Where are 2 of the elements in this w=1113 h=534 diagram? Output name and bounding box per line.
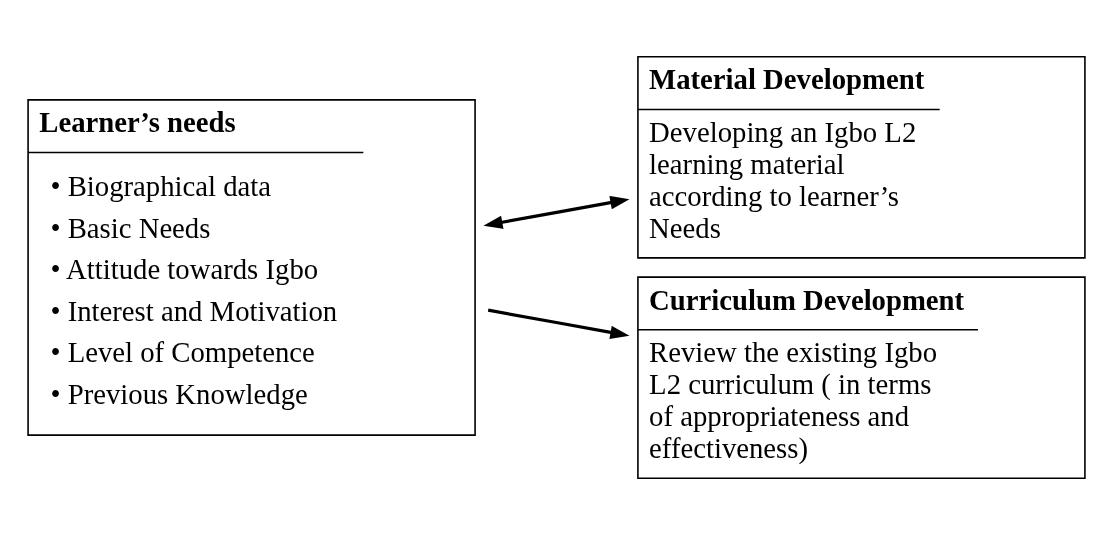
arrow <box>487 308 630 339</box>
arrow <box>483 195 630 229</box>
